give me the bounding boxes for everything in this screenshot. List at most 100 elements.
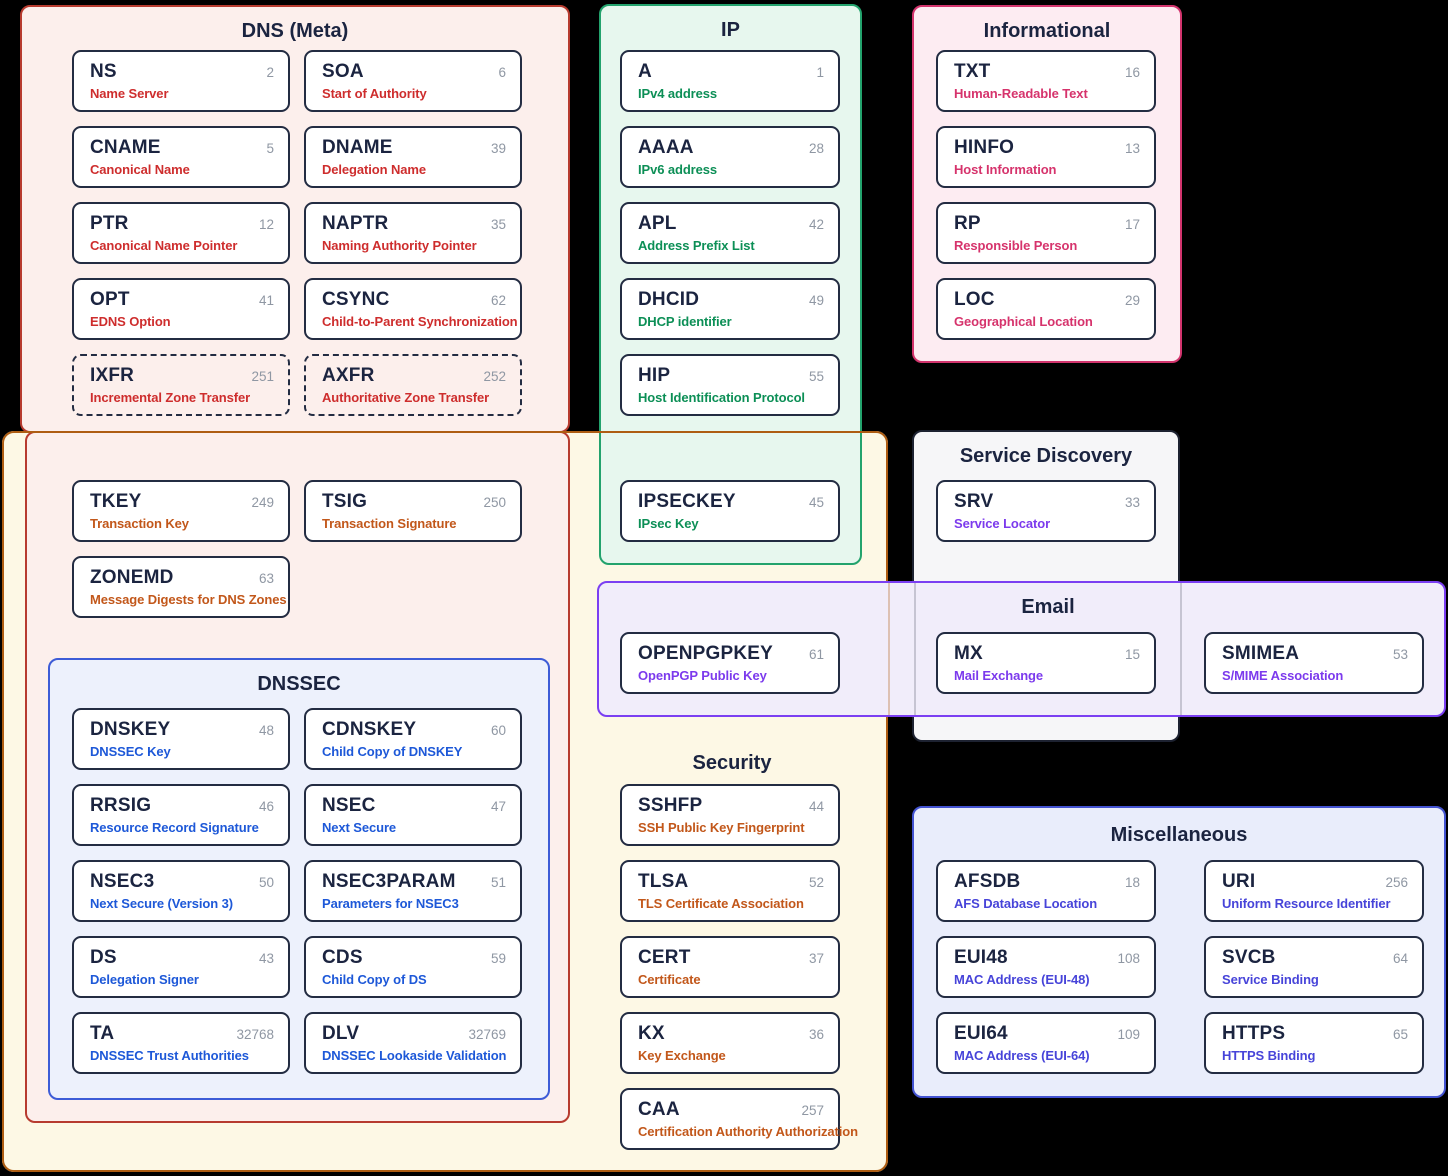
record-number: 46 — [258, 799, 274, 814]
record-name: HINFO — [954, 137, 1015, 158]
record-card[interactable]: TSIG 250 Transaction Signature — [304, 480, 522, 542]
record-name: EUI48 — [954, 947, 1008, 968]
record-card[interactable]: SSHFP 44 SSH Public Key Fingerprint — [620, 784, 840, 846]
record-name: TSIG — [322, 491, 368, 512]
record-card[interactable]: KX 36 Key Exchange — [620, 1012, 840, 1074]
record-card[interactable]: CDS 59 Child Copy of DS — [304, 936, 522, 998]
record-card[interactable]: SRV 33 Service Locator — [936, 480, 1156, 542]
record-card[interactable]: AAAA 28 IPv6 address — [620, 126, 840, 188]
record-card[interactable]: LOC 29 Geographical Location — [936, 278, 1156, 340]
record-card[interactable]: NSEC3PARAM 51 Parameters for NSEC3 — [304, 860, 522, 922]
record-card[interactable]: CERT 37 Certificate — [620, 936, 840, 998]
record-name: APL — [638, 213, 677, 234]
record-card[interactable]: DHCID 49 DHCP identifier — [620, 278, 840, 340]
record-description: Key Exchange — [638, 1048, 726, 1063]
record-number: 64 — [1392, 951, 1408, 966]
record-card[interactable]: CSYNC 62 Child-to-Parent Synchronization — [304, 278, 522, 340]
record-card[interactable]: IPSECKEY 45 IPsec Key — [620, 480, 840, 542]
record-card[interactable]: AFSDB 18 AFS Database Location — [936, 860, 1156, 922]
record-card[interactable]: CAA 257 Certification Authority Authoriz… — [620, 1088, 858, 1150]
record-card[interactable]: SVCB 64 Service Binding — [1204, 936, 1424, 998]
record-name: HTTPS — [1222, 1023, 1286, 1044]
record-card[interactable]: SOA 6 Start of Authority — [304, 50, 522, 112]
record-number: 13 — [1124, 141, 1140, 156]
dnssec-cards: DNSKEY 48 DNSSEC Key CDNSKEY 60 Child Co… — [72, 708, 522, 1074]
record-name: URI — [1222, 871, 1256, 892]
record-number: 257 — [801, 1103, 824, 1118]
record-number: 49 — [808, 293, 824, 308]
record-description: MAC Address (EUI-48) — [954, 972, 1090, 987]
record-description: MAC Address (EUI-64) — [954, 1048, 1090, 1063]
record-card[interactable]: HIP 55 Host Identification Protocol — [620, 354, 840, 416]
record-description: Name Server — [90, 86, 169, 101]
record-description: Authoritative Zone Transfer — [322, 390, 490, 405]
record-description: Host Identification Protocol — [638, 390, 805, 405]
record-card[interactable]: DNSKEY 48 DNSSEC Key — [72, 708, 290, 770]
record-name: CDNSKEY — [322, 719, 417, 740]
record-name: TKEY — [90, 491, 142, 512]
record-card[interactable]: EUI64 109 MAC Address (EUI-64) — [936, 1012, 1156, 1074]
record-description: DNSSEC Trust Authorities — [90, 1048, 249, 1063]
record-number: 256 — [1385, 875, 1408, 890]
record-description: AFS Database Location — [954, 896, 1098, 911]
record-number: 51 — [490, 875, 506, 890]
record-description: Transaction Key — [90, 516, 189, 531]
record-card[interactable]: OPENPGPKEY 61 OpenPGP Public Key — [620, 632, 840, 694]
record-name: AXFR — [322, 365, 375, 386]
record-card[interactable]: TA 32768 DNSSEC Trust Authorities — [72, 1012, 290, 1074]
record-card[interactable]: NAPTR 35 Naming Authority Pointer — [304, 202, 522, 264]
record-description: Address Prefix List — [638, 238, 755, 253]
record-number: 59 — [490, 951, 506, 966]
record-card[interactable]: TXT 16 Human-Readable Text — [936, 50, 1156, 112]
record-description: Transaction Signature — [322, 516, 457, 531]
record-name: OPENPGPKEY — [638, 643, 774, 664]
record-card[interactable]: DS 43 Delegation Signer — [72, 936, 290, 998]
record-number: 249 — [251, 495, 274, 510]
record-card[interactable]: NS 2 Name Server — [72, 50, 290, 112]
record-number: 48 — [258, 723, 274, 738]
record-number: 62 — [490, 293, 506, 308]
record-card[interactable]: AXFR 252 Authoritative Zone Transfer — [304, 354, 522, 416]
record-card[interactable]: MX 15 Mail Exchange — [936, 632, 1156, 694]
record-description: Human-Readable Text — [954, 86, 1088, 101]
record-number: 61 — [808, 647, 824, 662]
record-card[interactable]: SMIMEA 53 S/MIME Association — [1204, 632, 1424, 694]
record-card[interactable]: CDNSKEY 60 Child Copy of DNSKEY — [304, 708, 522, 770]
record-description: Parameters for NSEC3 — [322, 896, 459, 911]
record-description: Incremental Zone Transfer — [90, 390, 251, 405]
record-card[interactable]: DLV 32769 DNSSEC Lookaside Validation — [304, 1012, 522, 1074]
record-description: Child Copy of DS — [322, 972, 427, 987]
ip-group-title: IP — [721, 19, 740, 41]
record-number: 6 — [498, 65, 506, 80]
record-name: DNSKEY — [90, 719, 171, 740]
record-description: Resource Record Signature — [90, 820, 259, 835]
record-card[interactable]: HTTPS 65 HTTPS Binding — [1204, 1012, 1424, 1074]
record-card[interactable]: HINFO 13 Host Information — [936, 126, 1156, 188]
record-number: 39 — [490, 141, 506, 156]
record-description: Uniform Resource Identifier — [1222, 896, 1391, 911]
record-card[interactable]: APL 42 Address Prefix List — [620, 202, 840, 264]
record-description: Responsible Person — [954, 238, 1078, 253]
record-card[interactable]: CNAME 5 Canonical Name — [72, 126, 290, 188]
record-card[interactable]: IXFR 251 Incremental Zone Transfer — [72, 354, 290, 416]
record-name: OPT — [90, 289, 130, 310]
record-card[interactable]: OPT 41 EDNS Option — [72, 278, 290, 340]
record-card[interactable]: TKEY 249 Transaction Key — [72, 480, 290, 542]
record-card[interactable]: RRSIG 46 Resource Record Signature — [72, 784, 290, 846]
record-number: 16 — [1124, 65, 1140, 80]
record-card[interactable]: EUI48 108 MAC Address (EUI-48) — [936, 936, 1156, 998]
record-card[interactable]: TLSA 52 TLS Certificate Association — [620, 860, 840, 922]
record-name: IPSECKEY — [638, 491, 736, 512]
record-card[interactable]: NSEC 47 Next Secure — [304, 784, 522, 846]
record-card[interactable]: NSEC3 50 Next Secure (Version 3) — [72, 860, 290, 922]
record-card[interactable]: URI 256 Uniform Resource Identifier — [1204, 860, 1424, 922]
record-card[interactable]: A 1 IPv4 address — [620, 50, 840, 112]
service-discovery-group-title: Service Discovery — [959, 445, 1133, 467]
record-card[interactable]: PTR 12 Canonical Name Pointer — [72, 202, 290, 264]
record-card[interactable]: ZONEMD 63 Message Digests for DNS Zones — [72, 556, 290, 618]
record-description: Child-to-Parent Synchronization — [322, 314, 518, 329]
record-card[interactable]: RP 17 Responsible Person — [936, 202, 1156, 264]
record-card[interactable]: DNAME 39 Delegation Name — [304, 126, 522, 188]
record-number: 47 — [490, 799, 506, 814]
